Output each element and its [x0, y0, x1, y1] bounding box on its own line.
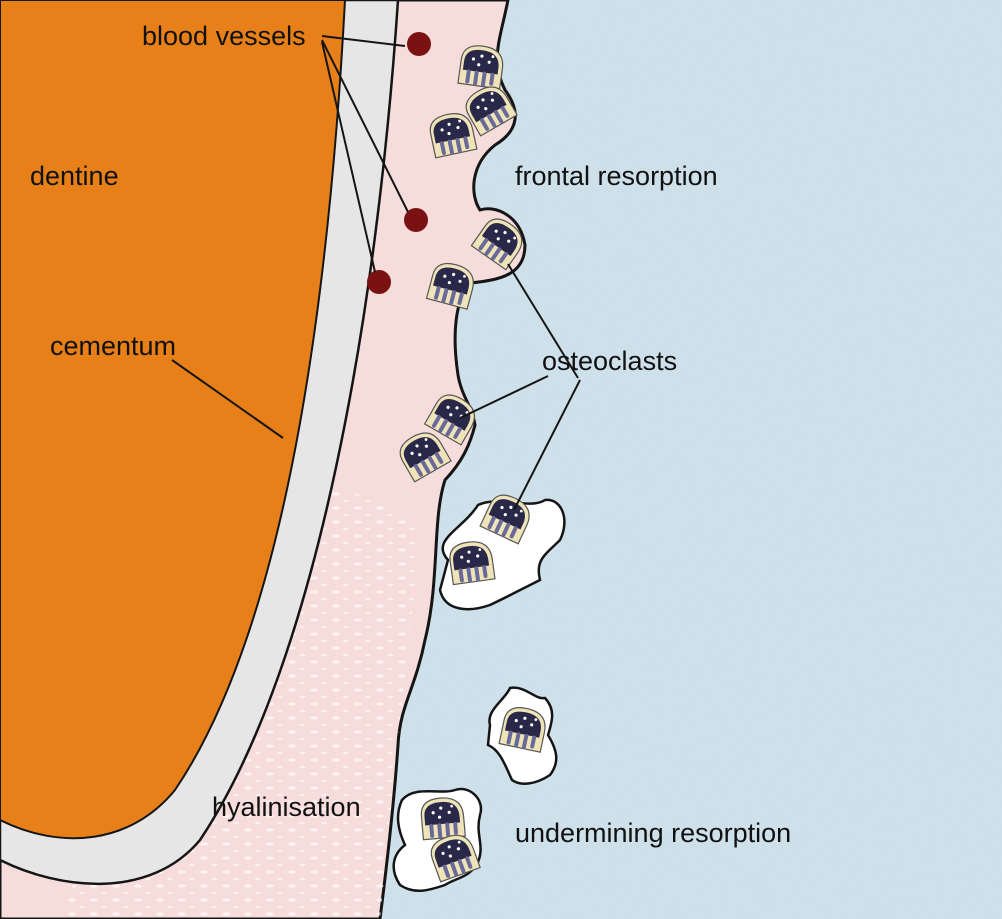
- label-undermining-resorption: undermining resorption: [515, 818, 791, 848]
- label-osteoclasts: osteoclasts: [542, 346, 677, 376]
- leader-lines: [171, 35, 581, 511]
- label-dentine: dentine: [30, 161, 119, 191]
- blood-vessel-3: [367, 270, 391, 294]
- dentine-region: [0, 0, 347, 840]
- blood-vessel-1: [407, 32, 431, 56]
- label-blood-vessels: blood vessels: [142, 21, 306, 51]
- label-hyalinisation: hyalinisation: [212, 792, 361, 822]
- blood-vessel-2: [404, 208, 428, 232]
- osteoclast-11: [417, 794, 468, 842]
- label-frontal-resorption: frontal resorption: [515, 161, 718, 191]
- label-cementum: cementum: [50, 331, 176, 361]
